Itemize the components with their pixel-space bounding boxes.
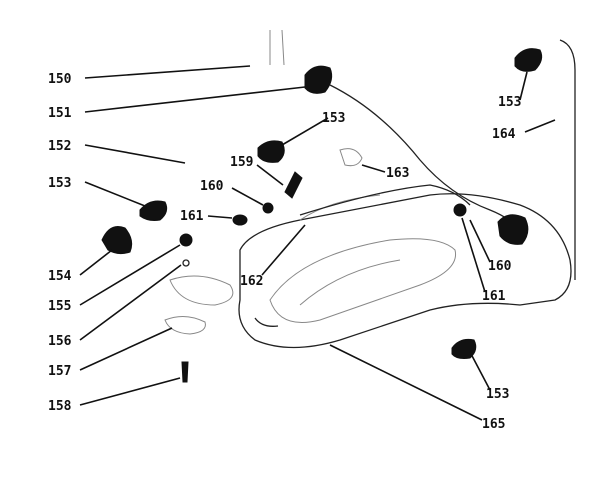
callout-164: 164 <box>492 127 516 142</box>
callout-154: 154 <box>48 269 72 284</box>
callout-155: 155 <box>48 299 71 314</box>
callout-165: 165 <box>482 417 505 432</box>
callout-161-left: 161 <box>180 209 204 224</box>
callout-150: 150 <box>48 72 72 87</box>
callout-labels: 150 151 152 153 153 153 153 154 155 156 … <box>48 72 521 432</box>
callout-160-right: 160 <box>488 259 512 274</box>
callout-158: 158 <box>48 399 72 414</box>
callout-156: 156 <box>48 334 72 349</box>
leader-lines <box>79 65 556 421</box>
callout-162: 162 <box>240 274 263 289</box>
callout-161-right: 161 <box>482 289 506 304</box>
callout-151: 151 <box>48 106 72 121</box>
callout-153-bottom: 153 <box>486 387 509 402</box>
callout-163: 163 <box>386 166 409 181</box>
callout-152: 152 <box>48 139 71 154</box>
callout-159: 159 <box>230 155 253 170</box>
callout-153-left: 153 <box>48 176 71 191</box>
callout-157: 157 <box>48 364 71 379</box>
callout-153-top: 153 <box>322 111 345 126</box>
callout-153-right: 153 <box>498 95 521 110</box>
part-drawings <box>101 29 576 383</box>
callout-160-left: 160 <box>200 179 224 194</box>
